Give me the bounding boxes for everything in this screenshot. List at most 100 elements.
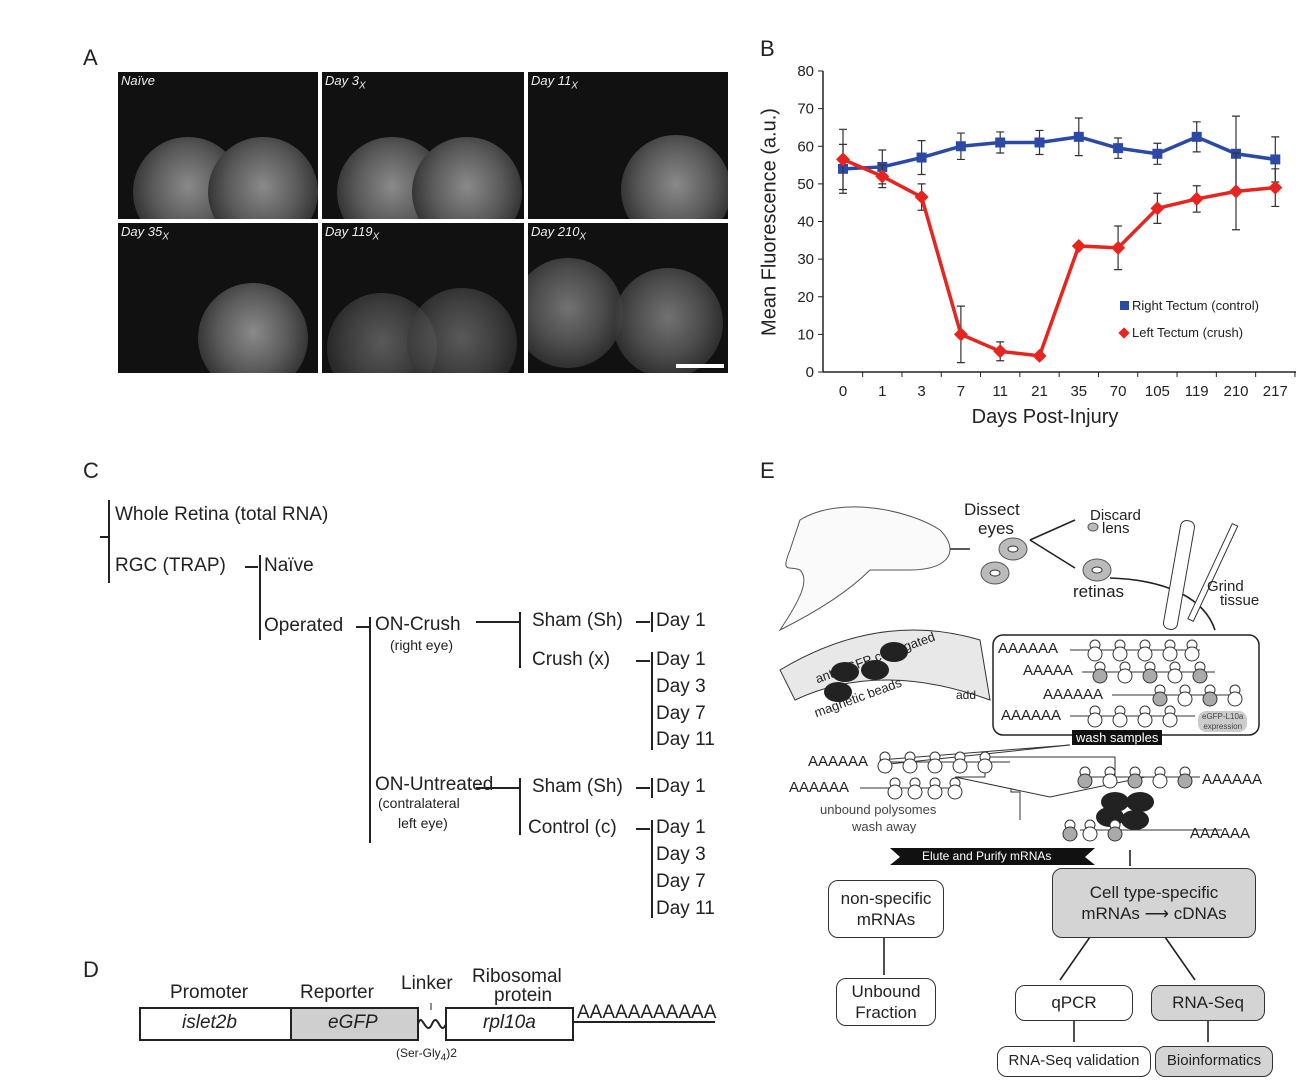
- y-tick-label: 70: [797, 101, 814, 118]
- unbound-label-1: unbound polysomes: [820, 802, 937, 817]
- panel-label-a: A: [83, 45, 98, 70]
- data-point: [1270, 154, 1281, 165]
- panel-label-e: E: [760, 458, 775, 483]
- note-line: expression: [1203, 721, 1243, 731]
- y-tick-label: 20: [797, 289, 814, 306]
- mrna-polya: AAAAAA: [1001, 707, 1062, 724]
- node-operated: Operated: [264, 615, 344, 636]
- x-tick-label: 3: [917, 383, 925, 400]
- ribosome-icon: [1227, 691, 1243, 707]
- ribosome-icon: [1162, 646, 1178, 662]
- data-point: [836, 152, 850, 167]
- x-axis-label: Days Post-Injury: [971, 406, 1119, 428]
- data-point: [993, 344, 1008, 359]
- mrna-polya: AAAAA: [1023, 662, 1074, 679]
- unbound-label-2: wash away: [852, 819, 917, 834]
- data-point: [875, 169, 890, 184]
- mrna-polya: AAAAAA: [808, 753, 869, 770]
- step-discard: Discard: [1090, 507, 1141, 524]
- mrna-polya: AAAAAA: [1202, 771, 1263, 788]
- ribosome-icon: [1127, 773, 1143, 789]
- y-tick-label: 60: [797, 138, 814, 155]
- ribosome-icon: [1177, 773, 1193, 789]
- wash-samples-banner: wash samples: [1072, 730, 1163, 745]
- node-sham: Sham (Sh): [532, 776, 623, 797]
- tectum-lobe: [528, 258, 623, 368]
- box-unbound-fraction: Unbound Fraction: [836, 978, 936, 1026]
- data-point: [1032, 348, 1047, 363]
- x-tick-label: 1: [878, 383, 886, 400]
- tectum-lobe: [208, 137, 318, 219]
- box-qpcr: qPCR: [1015, 985, 1133, 1021]
- ribosome-icon: [1077, 773, 1093, 789]
- data-point: [995, 137, 1006, 148]
- ribosome-icon: [1062, 826, 1078, 842]
- ribosome-icon: [1112, 646, 1128, 662]
- ribosome-icon: [877, 758, 893, 774]
- box-nonspecific-mrnas: non-specific mRNAs: [828, 880, 944, 938]
- ribosome-icon: [1117, 668, 1133, 684]
- label-linker: Linker: [401, 973, 453, 994]
- gene-islet2b: islet2b: [182, 1012, 237, 1033]
- data-point: [1229, 184, 1243, 199]
- legend-item-crush: Left Tectum (crush): [1118, 325, 1243, 340]
- linker-sequence: (Ser-Gly4)2: [396, 1046, 457, 1063]
- microscopy-image: Day 210X: [528, 223, 728, 373]
- microscopy-image: Naïve: [118, 72, 318, 219]
- ribosome-icon: [1152, 691, 1168, 707]
- note-contralateral: (contralateral: [378, 795, 460, 811]
- y-tick-label: 10: [797, 326, 814, 343]
- ribosome-icon: [1152, 773, 1168, 789]
- panel-label-b: B: [760, 36, 775, 61]
- data-point: [953, 327, 968, 342]
- ribosome-icon: [1137, 712, 1153, 728]
- panel-label-d: D: [83, 957, 99, 982]
- ribosome-icon: [1087, 646, 1103, 662]
- x-tick-label: 210: [1223, 383, 1248, 400]
- ribosome-icon: [927, 784, 943, 800]
- node-sham: Sham (Sh): [532, 610, 623, 631]
- mrna-polya: AAAAAA: [1190, 825, 1251, 842]
- node-day: Day 7: [656, 703, 706, 724]
- tectum-lobe: [407, 288, 517, 373]
- ribosome-icon: [927, 758, 943, 774]
- node-control: Control (c): [528, 817, 617, 838]
- label-ribosomal: Ribosomal: [472, 966, 562, 987]
- x-tick-label: 0: [839, 383, 847, 400]
- node-day: Day 7: [656, 871, 706, 892]
- step-dissect: Dissect: [964, 500, 1020, 519]
- node-day: Day 1: [656, 776, 706, 797]
- data-point: [1150, 201, 1165, 216]
- data-point: [955, 141, 966, 152]
- node-rgc-trap: RGC (TRAP): [115, 555, 226, 576]
- node-on-untreated: ON-Untreated: [375, 774, 494, 795]
- ribosome-icon: [1107, 826, 1123, 842]
- image-caption: Day 119X: [325, 224, 380, 243]
- tectum-lobe: [613, 268, 723, 373]
- poly-a-tail: AAAAAAAAAAA: [577, 1002, 717, 1023]
- step-grind: Grind: [1207, 578, 1244, 595]
- x-tick-label: 21: [1031, 383, 1048, 400]
- box-line: Cell type-specific: [1089, 882, 1219, 902]
- ribosome-icon: [1202, 691, 1218, 707]
- box-line: mRNAs ⟶ cDNAs: [1081, 904, 1227, 923]
- ribosome-icon: [1112, 712, 1128, 728]
- y-tick-label: 0: [806, 364, 814, 381]
- gene-rpl10a: rpl10a: [483, 1012, 536, 1033]
- label-reporter: Reporter: [300, 982, 374, 1003]
- ribosome-icon: [1142, 668, 1158, 684]
- node-day: Day 3: [656, 676, 706, 697]
- node-day: Day 3: [656, 844, 706, 865]
- x-tick-label: 7: [957, 383, 965, 400]
- gene-egfp: eGFP: [328, 1012, 378, 1033]
- node-naive: Naïve: [264, 555, 314, 576]
- note-right-eye: (right eye): [390, 637, 454, 653]
- linker-sub2: )2: [446, 1046, 457, 1060]
- microscopy-image: Day 3X: [322, 72, 524, 219]
- ribosome-icon: [887, 784, 903, 800]
- image-caption: Naïve: [121, 73, 155, 88]
- y-tick-label: 40: [797, 214, 814, 231]
